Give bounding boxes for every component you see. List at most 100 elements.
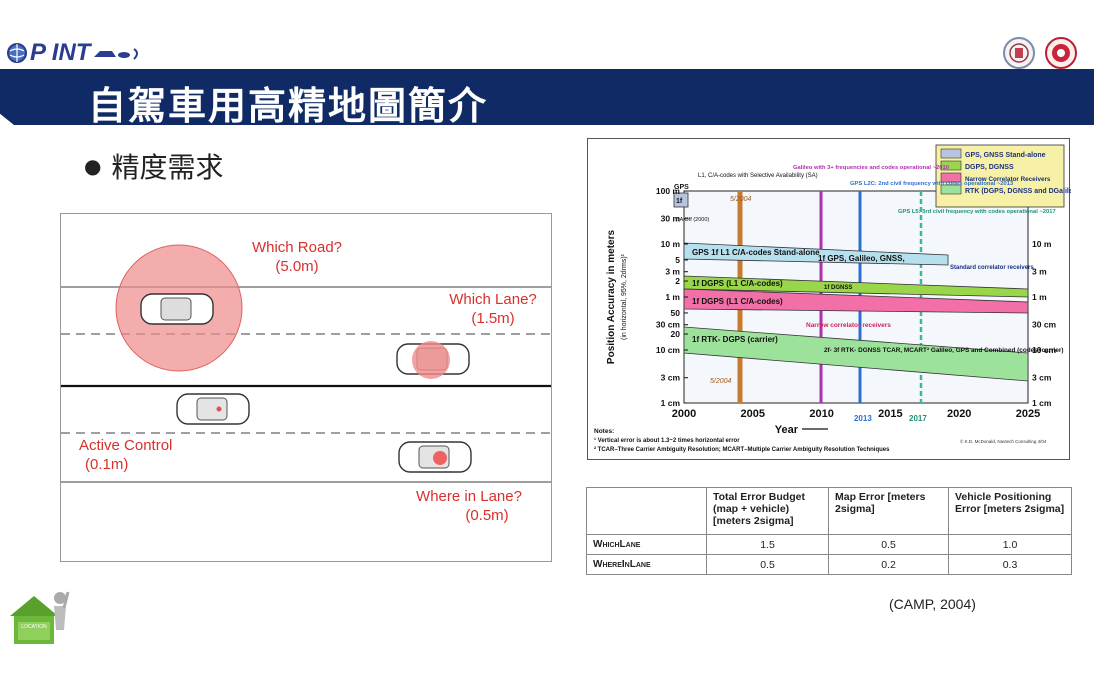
y-tick-label: 50 (671, 308, 681, 318)
label-where-in-lane: Where in Lane? (0.5m) (416, 488, 522, 524)
y-tick-label-right: 3 cm (1032, 373, 1052, 383)
x-tick-label: 2013 (854, 414, 872, 423)
y-axis-title: Position Accuracy in meters (606, 230, 617, 365)
cell-total: 1.5 (706, 534, 829, 555)
label-which-lane: Which Lane? (1.5m) (449, 291, 537, 327)
car-which-lane (396, 341, 470, 379)
x-tick-label: 2025 (1016, 408, 1040, 420)
ann-gps-l2c: GPS L2C: 2nd civil frequency with codes … (850, 181, 1014, 187)
vehicle-icons (94, 48, 139, 60)
y-tick-label: 5 (675, 255, 680, 265)
y-tick-label-right: 3 m (1032, 267, 1047, 277)
row-name: WhichLane (586, 534, 707, 555)
table-header-total: Total Error Budget (map + vehicle) [mete… (706, 487, 829, 535)
label-active-control: Active Control (0.1m) (79, 437, 173, 473)
band-gps-standalone (683, 242, 949, 266)
legend-item-narrow: Narrow Correlator Receivers (965, 176, 1051, 183)
logo-text: P INT (30, 39, 91, 66)
cell-vehicle: 0.3 (948, 554, 1072, 575)
x-axis-title: Year (775, 424, 799, 436)
y-tick-label: 3 m (665, 267, 680, 277)
ann-1f: 1f (676, 198, 683, 205)
ann-gps-l5: GPS L5: 3rd civil frequency with codes o… (898, 209, 1056, 215)
car-which-road (140, 293, 214, 325)
cell-vehicle: 1.0 (948, 534, 1072, 555)
ann-gps: GPS (674, 184, 689, 191)
y-tick-label: 3 cm (661, 373, 681, 383)
band-label-dgnss: 1f DGNSS (824, 285, 852, 291)
band-dgps (683, 275, 1029, 298)
y-tick-label: 1 m (665, 292, 680, 302)
citation: (CAMP, 2004) (889, 596, 976, 612)
y-tick-label: 30 cm (656, 320, 681, 330)
university-seal-icon (1003, 37, 1035, 69)
band-label-gps: GPS 1f L1 C/A-codes Stand-alone (692, 248, 820, 257)
location-house-logo: LOCATION (6, 584, 70, 653)
institution-seals (1002, 36, 1078, 70)
band-label-gps2: 1f GPS, Galileo, GNSS, (818, 254, 905, 263)
bullet-text: 精度需求 (111, 151, 224, 184)
band-rtk (683, 326, 1029, 382)
note-1: ¹ Vertical error is about 1.3~2 times ho… (594, 437, 740, 444)
bullet-item: ● 精度需求 (84, 146, 223, 186)
y-tick-label: 2 (675, 276, 680, 286)
band-label-dgps: 1f DGPS (L1 C/A-codes) (692, 279, 783, 288)
point-logo: P INT (6, 38, 142, 68)
y-tick-label: 10 cm (656, 345, 681, 355)
band-label-rtk: 1f RTK- DGPS (carrier) (692, 335, 778, 344)
cell-map: 0.2 (828, 554, 949, 575)
globe-icon (7, 43, 27, 63)
band-narrow (683, 288, 1029, 314)
band-label-rtk2: 2f- 3f RTK- DGNSS TCAR, MCART² Galileo, … (824, 347, 1064, 354)
table-header-empty (586, 487, 707, 535)
label-which-road: Which Road? (5.0m) (251, 239, 343, 275)
ann-l1-sa: L1, C/A-codes with Selective Availabilit… (698, 173, 818, 179)
y-tick-label: 10 m (661, 239, 681, 249)
x-tick-label: 2017 (909, 414, 927, 423)
band-label-dgps-narrow: 1f DGPS (L1 C/A-codes) (692, 297, 783, 306)
y-tick-label-right: 10 m (1032, 239, 1052, 249)
car-active-control (176, 393, 250, 425)
y-tick-label-right: 1 cm (1032, 398, 1052, 408)
table-row: WhereInLane 0.5 0.2 0.3 (586, 554, 1072, 575)
x-tick-label: 2010 (809, 408, 833, 420)
row-name: WhereInLane (586, 554, 707, 575)
y-axis-right-labels: 10 m 3 m 1 m 30 cm 10 cm 3 cm 1 cm (1032, 239, 1057, 408)
x-tick-label: 2000 (672, 408, 696, 420)
error-budget-table: Total Error Budget (map + vehicle) [mete… (586, 487, 1072, 575)
road-diagram: Which Road? (5.0m) Which Lane? (1.5m) Ac… (60, 213, 552, 562)
y-axis-subtitle: (in horizontal, 95%, 2drms)¹ (621, 253, 628, 340)
y-tick-label-right: 10 cm (1032, 345, 1057, 355)
cell-map: 0.5 (828, 534, 949, 555)
legend-item-rtk: RTK (DGPS, DGNSS and DGalileo) (965, 188, 1071, 195)
ann-may2004-top: 5/2004 (730, 196, 752, 203)
ann-galileo: Galileo with 3+ frequencies and codes op… (793, 165, 949, 171)
table-header-map: Map Error [meters 2sigma] (828, 487, 949, 535)
table-header-row: Total Error Budget (map + vehicle) [mete… (586, 487, 1072, 535)
car-where-in-lane (398, 441, 472, 473)
page-title: 自駕車用高精地圖簡介 (88, 84, 489, 128)
y-tick-label-right: 30 cm (1032, 320, 1057, 330)
table-row: WhichLane 1.5 0.5 1.0 (586, 534, 1072, 555)
y-tick-label: 30 m (661, 214, 681, 224)
legend-item-gps: GPS, GNSS Stand-alone (965, 152, 1046, 159)
ann-std-corr: Standard correlator receivers (950, 265, 1034, 271)
cell-total: 0.5 (706, 554, 829, 575)
road-lines (61, 244, 551, 483)
y-tick-label-right: 1 m (1032, 292, 1047, 302)
legend-item-dgps: DGPS, DGNSS (965, 164, 1014, 171)
note-2: ² TCAR–Three Carrier Ambiguity Resolutio… (594, 446, 890, 453)
institute-seal-icon (1045, 37, 1077, 69)
notes-title: Notes: (594, 428, 614, 435)
chart-credit: © K.D. McDonald, Navtech Consulting 4/04 (960, 438, 1047, 444)
bullet-dot: ● (84, 154, 102, 178)
house-logo-icon: LOCATION (10, 591, 70, 644)
chart-legend: GPS, GNSS Stand-alone DGPS, DGNSS Narrow… (935, 144, 1079, 208)
title-bar: 自駕車用高精地圖簡介 (0, 69, 1094, 125)
y-tick-label: 1 cm (661, 398, 681, 408)
ann-sa-off: SA Off (2000) (676, 217, 709, 223)
y-tick-label: 20 (671, 329, 681, 339)
accuracy-chart: GPS, GNSS Stand-alone DGPS, DGNSS Narrow… (587, 138, 1079, 460)
